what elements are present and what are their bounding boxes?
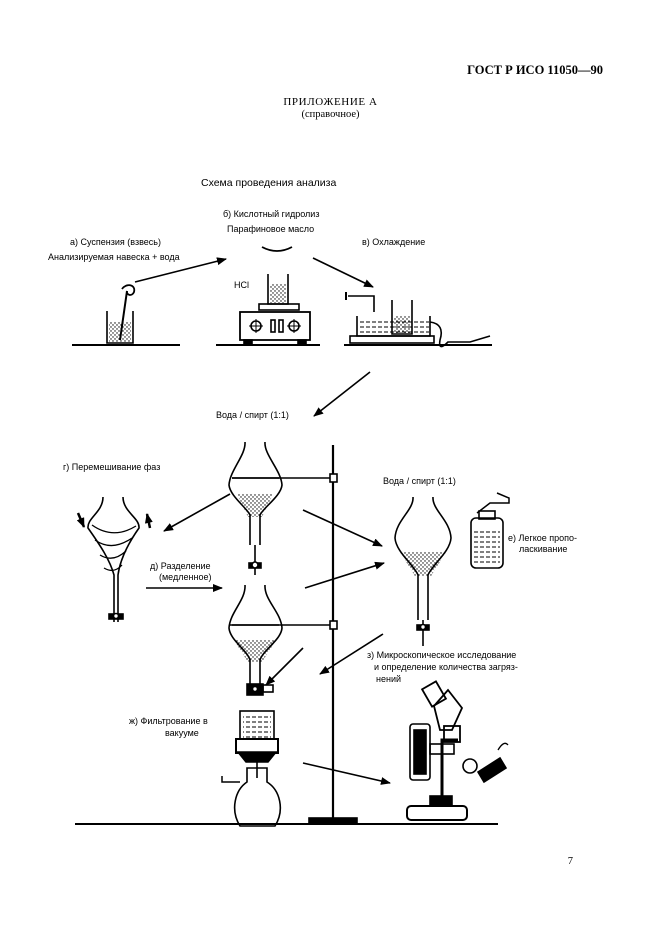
- microscope: [406, 680, 509, 821]
- separatory-funnel-upper: [228, 441, 283, 575]
- beaker-suspension: [106, 284, 136, 344]
- label-suspension: а) Суспензия (взвесь): [70, 237, 161, 247]
- label-water-spirit-right: Вода / спирт (1:1): [383, 476, 456, 486]
- label-paraffin-oil: Парафиновое масло: [227, 224, 315, 234]
- label-separation-line1: д) Разделение: [150, 561, 211, 571]
- page-number: 7: [567, 856, 573, 867]
- appendix-title: ПРИЛОЖЕНИЕ А: [283, 96, 378, 108]
- label-microscopy-line2: и определение количества загряз-: [374, 662, 518, 672]
- appendix-subtitle: (справочное): [301, 109, 360, 120]
- label-vacuum-filtration-line1: ж) Фильтрование в: [129, 716, 208, 726]
- separatory-funnel-right: [394, 496, 452, 646]
- label-water-spirit-top: Вода / спирт (1:1): [216, 410, 289, 420]
- label-microscopy-line3: нений: [376, 674, 402, 684]
- label-cooling: в) Охлаждение: [362, 237, 426, 247]
- label-phase-mixing: г) Перемешивание фаз: [63, 462, 161, 472]
- label-rinsing-line1: е) Легкое пропо-: [508, 533, 578, 543]
- label-vacuum-filtration-line2: вакууме: [165, 728, 199, 738]
- separatory-funnel-lower: [228, 584, 283, 696]
- hotplate-hydrolysis: [239, 246, 311, 345]
- label-separation-line2: (медленное): [159, 572, 212, 582]
- label-acid-hydrolysis: б) Кислотный гидролиз: [223, 209, 320, 219]
- label-sample-water: Анализируемая навеска + вода: [48, 252, 180, 262]
- mixing-funnel: [76, 496, 153, 622]
- label-rinsing-line2: ласкивание: [519, 544, 568, 554]
- label-hcl: HCl: [234, 280, 249, 290]
- vacuum-filtration: [221, 710, 282, 827]
- standard-number: ГОСТ Р ИСО 11050—90: [467, 63, 603, 77]
- cooling-bath: [345, 292, 491, 348]
- diagram-title: Схема проведения анализа: [201, 177, 337, 189]
- wash-bottle: [470, 492, 510, 569]
- label-microscopy-line1: з) Микроскопическое исследование: [367, 650, 517, 660]
